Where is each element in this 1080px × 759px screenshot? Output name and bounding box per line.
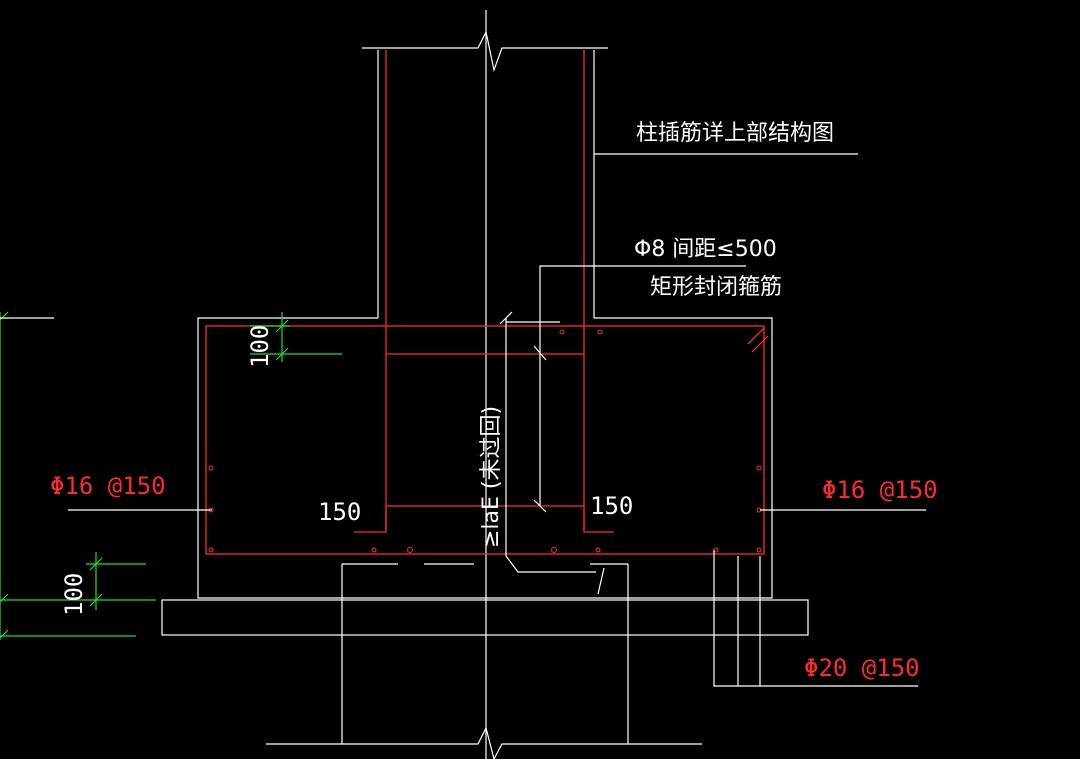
- rebar-bottom-leader: [713, 550, 918, 687]
- title-text: 柱插筋详上部结构图: [636, 121, 834, 146]
- column-rebar-left-hook: [354, 510, 387, 533]
- footing-outline: [197, 317, 773, 599]
- dim-left-tick-bot: [0, 629, 9, 639]
- bottom-break-line: [266, 726, 702, 759]
- footing-rebar-cage: [205, 325, 765, 555]
- rebar-right-text: Φ16 @150: [822, 476, 938, 504]
- stirrup-leader-tick-1: [533, 345, 547, 361]
- cage-corner-hook: [747, 327, 765, 345]
- anchorage-tick-bottom: [597, 567, 605, 595]
- anchorage-dim-line: [505, 318, 596, 573]
- anchor-left-text: 150: [318, 498, 361, 526]
- stirrup-spacing-text: Φ8 间距≤500: [634, 237, 777, 262]
- dim-top-tick-2: [275, 347, 289, 361]
- rebar-left-text: Φ16 @150: [50, 472, 166, 500]
- dim-left-tick-mid: [0, 593, 9, 603]
- anchorage-text: ≥laE (未过回): [479, 406, 504, 548]
- stirrup-leader-tick-2: [533, 499, 547, 513]
- rebar-dots: [208, 329, 762, 553]
- top-break-line: [362, 30, 608, 73]
- stirrup-type-text: 矩形封闭箍筋: [650, 275, 782, 300]
- stirrup-leader: [539, 265, 746, 506]
- column-rebar-right-hook: [583, 510, 614, 533]
- rebar-bottom-text: Φ20 @150: [804, 654, 920, 682]
- dim-top-text: 100: [246, 325, 274, 368]
- dim-bottom-tick-2: [89, 593, 103, 607]
- anchorage-tick-top: [499, 311, 513, 325]
- base-slab: [161, 599, 809, 636]
- cage-corner-hook-2: [751, 335, 769, 353]
- dim-bottom-text: 100: [60, 573, 88, 616]
- dim-top-tick-1: [275, 319, 289, 333]
- dim-bottom-tick-1: [89, 557, 103, 571]
- anchor-right-text: 150: [590, 492, 633, 520]
